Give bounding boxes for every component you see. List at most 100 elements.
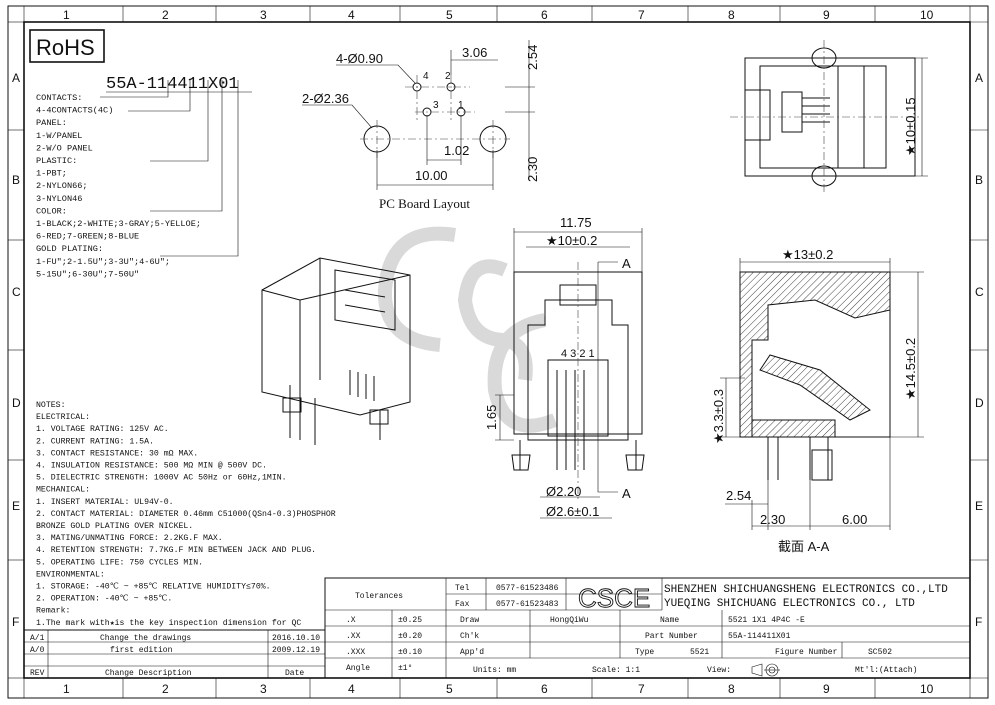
tb-part-label: Part Number bbox=[645, 632, 698, 641]
pcb-dim-102: 1.02 bbox=[444, 143, 469, 158]
part-code-number: 55A-114411X01 bbox=[106, 75, 239, 94]
tb-part: 55A-114411X01 bbox=[728, 632, 791, 641]
grid-col-2-bottom: 2 bbox=[162, 682, 169, 696]
pcb-dim-big-holes: 2-Ø2.36 bbox=[302, 91, 349, 106]
grid-row-E-right: E bbox=[975, 499, 983, 513]
tb-check-label: Ch'k bbox=[460, 632, 479, 641]
part-code-line: 6-RED;7-GREEN;8-BLUE bbox=[36, 232, 139, 242]
tb-company-en: YUEQING SHICHUANG ELECTRONICS CO., LTD bbox=[664, 598, 915, 610]
front-view: 4 3 2 1 11.75 ★10±0.2 A A 1.65 Ø2.20 Ø2.… bbox=[484, 215, 645, 519]
notes-block: NOTES:ELECTRICAL:1. VOLTAGE RATING: 125V… bbox=[36, 401, 336, 628]
grid-col-5-bottom: 5 bbox=[446, 682, 453, 696]
projection-symbol-icon bbox=[751, 663, 780, 677]
tb-type-label: Type bbox=[635, 648, 654, 657]
note-line: 3. CONTACT RESISTANCE: 30 mΩ MAX. bbox=[36, 449, 198, 458]
grid-col-4-top: 4 bbox=[348, 8, 355, 22]
tb-logo: CSCE bbox=[578, 583, 650, 613]
rev-header-rev: REV bbox=[30, 669, 45, 678]
tb-draw-label: Draw bbox=[460, 616, 479, 625]
front-section-mark-bottom: A bbox=[622, 486, 631, 501]
tol-label: .X bbox=[346, 616, 356, 625]
tol-value: ±0.20 bbox=[398, 632, 422, 641]
top-dim-10: ★10±0.15 bbox=[903, 97, 918, 156]
pcb-pin-2: 2 bbox=[445, 71, 451, 82]
note-line: 4. INSULATION RESISTANCE: 500 MΩ MIN @ 5… bbox=[36, 461, 267, 471]
note-line: NOTES: bbox=[36, 401, 65, 410]
note-line: 1.The mark with★is the key inspection di… bbox=[36, 618, 301, 628]
note-line: BRONZE GOLD PLATING OVER NICKEL. bbox=[36, 522, 193, 531]
grid-row-C-right: C bbox=[975, 285, 984, 299]
grid-col-3-top: 3 bbox=[260, 8, 267, 22]
grid-row-A-left: A bbox=[12, 71, 20, 85]
front-dim-220: Ø2.20 bbox=[546, 484, 581, 499]
note-line: 5. OPERATING LIFE: 750 CYCLES MIN. bbox=[36, 558, 203, 567]
front-dim-26: Ø2.6±0.1 bbox=[546, 504, 599, 519]
tb-tel: 0577-61523486 bbox=[496, 584, 559, 593]
part-code-line: PANEL: bbox=[36, 118, 67, 128]
tb-figure-label: Figure Number bbox=[775, 648, 838, 657]
section-dim-230: 2.30 bbox=[760, 512, 785, 527]
section-dim-13: ★13±0.2 bbox=[782, 247, 833, 262]
pcb-pin-4: 4 bbox=[423, 71, 429, 82]
rohs-text: RoHS bbox=[36, 35, 95, 60]
front-dim-inner: ★10±0.2 bbox=[546, 233, 597, 248]
note-line: ENVIRONMENTAL: bbox=[36, 570, 105, 579]
pcb-dim-230: 2.30 bbox=[525, 157, 540, 182]
grid-col-10-bottom: 10 bbox=[920, 682, 934, 696]
grid-col-1-top: 1 bbox=[63, 8, 70, 22]
tb-app-label: App'd bbox=[460, 648, 484, 657]
tb-mtl: Mt'l:(Attach) bbox=[855, 666, 917, 675]
tb-name-label: Name bbox=[660, 616, 679, 625]
note-line: 5. DIELECTRIC STRENGTH: 1000V AC 50Hz or… bbox=[36, 474, 287, 483]
grid-col-9-top: 9 bbox=[823, 8, 830, 22]
grid-row-F-left: F bbox=[12, 615, 19, 629]
grid-col-4-bottom: 4 bbox=[348, 682, 355, 696]
part-code-line: 4-4CONTACTS(4C) bbox=[36, 106, 113, 116]
part-code-line: 1-FU";2-1.5U";3-3U";4-6U"; bbox=[36, 257, 170, 267]
tb-view-label: View: bbox=[707, 666, 731, 675]
part-code-line: PLASTIC: bbox=[36, 156, 77, 166]
grid-row-D-right: D bbox=[975, 396, 984, 410]
pcb-dim-254: 2.54 bbox=[525, 45, 540, 70]
section-dim-145: ★14.5±0.2 bbox=[903, 338, 918, 400]
grid-col-6-bottom: 6 bbox=[541, 682, 548, 696]
rev-1-date: 2009.12.19 bbox=[272, 646, 320, 655]
grid-row-E-left: E bbox=[12, 499, 20, 513]
tb-type: 5521 bbox=[690, 648, 709, 657]
tol-label: .XXX bbox=[346, 648, 365, 657]
pcb-layout-caption: PC Board Layout bbox=[379, 196, 470, 211]
part-code-line: 1-PBT; bbox=[36, 169, 67, 179]
grid-row-F-right: F bbox=[975, 615, 982, 629]
tb-tel-label: Tel bbox=[455, 584, 470, 593]
tb-fax-label: Fax bbox=[455, 600, 470, 609]
part-code-line: COLOR: bbox=[36, 206, 67, 216]
rohs-badge bbox=[29, 29, 105, 63]
pcb-dim-1000: 10.00 bbox=[415, 168, 448, 183]
isometric-view bbox=[261, 257, 411, 445]
rev-0-date: 2016.10.10 bbox=[272, 634, 320, 643]
part-code-line: CONTACTS: bbox=[36, 93, 82, 103]
front-section-mark-top: A bbox=[622, 256, 631, 271]
tb-draw: HongQiWu bbox=[550, 616, 589, 625]
note-line: 2. OPERATION: -40℃ ~ +85℃. bbox=[36, 595, 172, 604]
grid-row-B-right: B bbox=[975, 173, 983, 187]
rev-1-rev: A/0 bbox=[30, 646, 45, 655]
part-code-line: 2-NYLON66; bbox=[36, 181, 88, 191]
top-view: ★10±0.15 bbox=[730, 40, 928, 195]
grid-col-7-top: 7 bbox=[638, 8, 645, 22]
grid-col-10-top: 10 bbox=[920, 8, 934, 22]
grid-row-D-left: D bbox=[12, 396, 21, 410]
tol-label: .XX bbox=[346, 632, 361, 641]
grid-col-5-top: 5 bbox=[446, 8, 453, 22]
part-code-line: 2-W/O PANEL bbox=[36, 143, 93, 153]
note-line: 1. STORAGE: -40℃ ~ +85℃ RELATIVE HUMIDIT… bbox=[36, 583, 271, 592]
note-line: 3. MATING/UNMATING FORCE: 2.2KG.F MAX. bbox=[36, 533, 223, 543]
part-code-line: 1-W/PANEL bbox=[36, 131, 82, 141]
grid-row-C-left: C bbox=[12, 285, 21, 299]
rev-header-date: Date bbox=[285, 669, 304, 678]
front-dim-width: 11.75 bbox=[560, 215, 592, 230]
section-dim-254: 2.54 bbox=[726, 488, 751, 503]
tb-fax: 0577-61523483 bbox=[496, 600, 559, 609]
